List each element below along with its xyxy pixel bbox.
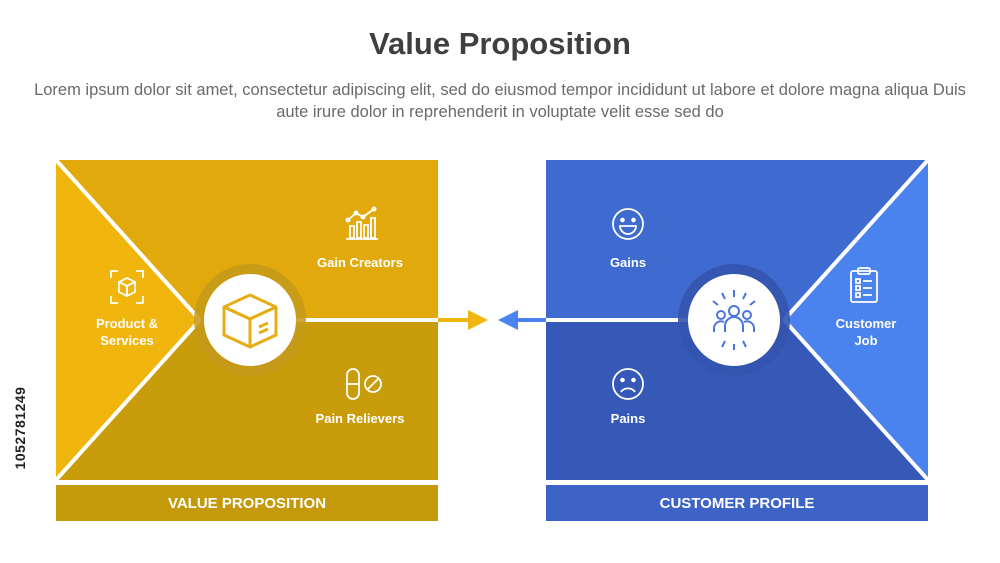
- stock-id-label: 1052781249: [12, 386, 28, 470]
- gain-creators-label: Gain Creators: [317, 255, 403, 270]
- chart-growth-icon: [345, 206, 378, 240]
- sad-face-icon: [612, 368, 644, 400]
- customer-job-label: Customer Job: [835, 316, 897, 348]
- box-icon: [222, 293, 278, 349]
- pain-relievers-label: Pain Relievers: [315, 411, 405, 426]
- people-group-icon: [712, 290, 756, 350]
- right-arrow-icon: [438, 310, 488, 330]
- gains-label: Gains: [609, 255, 647, 270]
- pains-label: Pains: [610, 411, 646, 426]
- value-proposition-panel: Gain Creators Product & Services Pain Re…: [56, 160, 438, 480]
- clipboard-icon: [850, 267, 878, 303]
- happy-face-icon: [612, 208, 644, 240]
- customer-profile-background: [546, 160, 928, 480]
- customer-profile-footer: CUSTOMER PROFILE: [546, 485, 928, 521]
- page-subtitle: Lorem ipsum dolor sit amet, consectetur …: [34, 81, 966, 121]
- product-services-label: Product & Services: [95, 316, 159, 348]
- value-proposition-background: [56, 160, 438, 480]
- page-title: Value Proposition: [369, 26, 631, 61]
- pills-icon: [346, 368, 382, 400]
- left-arrow-icon: [498, 310, 548, 330]
- customer-profile-panel: Gains Pains Customer Job: [546, 160, 928, 480]
- value-proposition-footer: VALUE PROPOSITION: [56, 485, 438, 521]
- product-scan-icon: [110, 270, 144, 304]
